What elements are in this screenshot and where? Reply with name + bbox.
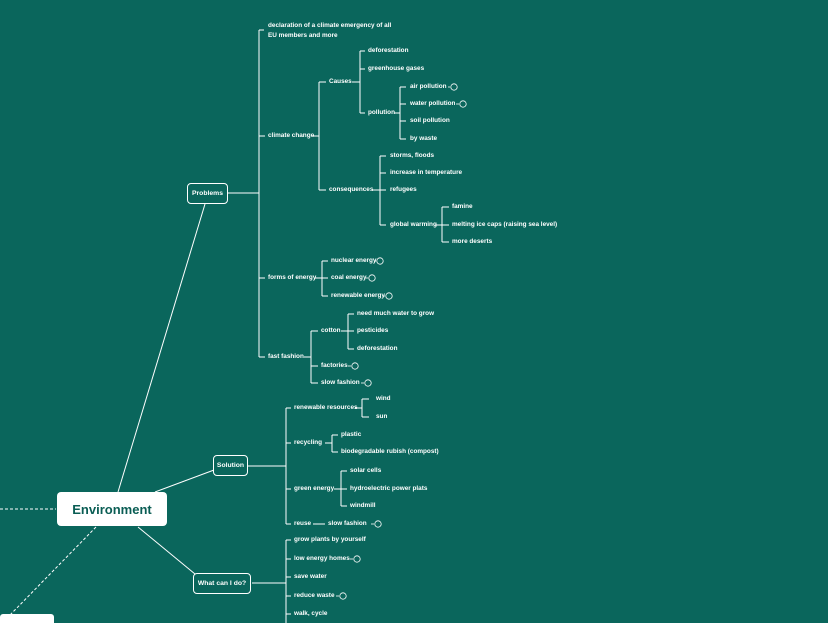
node-air-pollution[interactable]: air pollution <box>410 83 447 90</box>
note-icon-water[interactable] <box>456 100 467 108</box>
node-water-pollution[interactable]: water pollution <box>410 100 456 107</box>
note-icon-coal[interactable] <box>366 274 376 282</box>
node-grow-plants[interactable]: grow plants by yourself <box>294 536 366 543</box>
node-reuse[interactable]: reuse <box>294 520 312 527</box>
offscreen-node-stub[interactable] <box>0 614 54 623</box>
node-need-much-water[interactable]: need much water to grow <box>357 310 435 317</box>
node-problems[interactable]: Problems <box>187 183 228 204</box>
node-causes[interactable]: Causes <box>329 78 352 85</box>
node-renewable-energy[interactable]: renewable energy <box>331 292 385 299</box>
node-soil-pollution[interactable]: soil pollution <box>410 117 450 124</box>
node-climate-change[interactable]: climate change <box>268 132 315 139</box>
note-icon-slow-fashion[interactable] <box>361 379 372 387</box>
node-pollution[interactable]: pollution <box>368 109 395 116</box>
note-icon-air[interactable] <box>448 83 458 91</box>
note-icon-factories[interactable] <box>348 362 359 370</box>
node-nuclear-energy[interactable]: nuclear energy <box>331 257 377 264</box>
node-cotton[interactable]: cotton <box>321 327 341 334</box>
node-biodegradable[interactable]: biodegradable rubish (compost) <box>341 448 439 455</box>
node-factories[interactable]: factories <box>321 362 348 369</box>
node-fast-fashion[interactable]: fast fashion <box>268 353 304 360</box>
node-pesticides[interactable]: pesticides <box>357 327 389 334</box>
node-reduce-waste[interactable]: reduce waste <box>294 592 335 599</box>
node-reuse-slow-fashion[interactable]: slow fashion <box>328 520 367 527</box>
note-icon-reuse-slow-fashion[interactable] <box>371 520 382 528</box>
node-recycling[interactable]: recycling <box>294 439 323 446</box>
node-slow-fashion[interactable]: slow fashion <box>321 379 360 386</box>
node-hydroelectric[interactable]: hydroelectric power plats <box>350 485 428 492</box>
node-solution[interactable]: Solution <box>213 455 248 476</box>
node-refugees[interactable]: refugees <box>390 186 417 193</box>
note-icon-low-energy[interactable] <box>350 555 361 563</box>
node-coal-energy[interactable]: coal energy <box>331 274 367 281</box>
node-walk-cycle[interactable]: walk, cycle <box>294 610 328 617</box>
root-node-environment[interactable]: Environment <box>57 492 167 526</box>
node-more-deserts[interactable]: more deserts <box>452 238 493 245</box>
node-by-waste[interactable]: by waste <box>410 135 437 142</box>
node-greenhouse-gases[interactable]: greenhouse gases <box>368 65 425 72</box>
node-storms-floods[interactable]: storms, floods <box>390 152 435 159</box>
node-deforestation[interactable]: deforestation <box>368 47 409 54</box>
node-forms-of-energy[interactable]: forms of energy <box>268 274 317 281</box>
node-windmill[interactable]: windmill <box>350 502 376 509</box>
node-plastic[interactable]: plastic <box>341 431 362 438</box>
node-famine[interactable]: famine <box>452 203 473 210</box>
note-icon-reduce-waste[interactable] <box>336 592 347 600</box>
node-cotton-deforestation[interactable]: deforestation <box>357 345 398 352</box>
note-icon-nuclear[interactable] <box>374 257 384 265</box>
node-wind[interactable]: wind <box>376 395 391 402</box>
node-solar-cells[interactable]: solar cells <box>350 467 382 474</box>
node-declaration[interactable]: declaration of a climate emergency of al… <box>268 22 392 39</box>
node-consequences[interactable]: consequences <box>329 186 374 193</box>
node-low-energy-homes[interactable]: low energy homes <box>294 555 350 562</box>
node-melting-ice-caps[interactable]: melting ice caps (raising sea level) <box>452 221 558 228</box>
node-renewable-resources[interactable]: renewable resources <box>294 404 358 411</box>
node-save-water[interactable]: save water <box>294 573 327 580</box>
node-sun[interactable]: sun <box>376 413 388 420</box>
node-what-can-i-do[interactable]: What can I do? <box>193 573 251 594</box>
note-icon-renewable[interactable] <box>383 292 393 300</box>
node-green-energy[interactable]: green energy <box>294 485 335 492</box>
node-increase-temperature[interactable]: increase in temperature <box>390 169 463 176</box>
node-global-warming[interactable]: global warming <box>390 221 437 228</box>
